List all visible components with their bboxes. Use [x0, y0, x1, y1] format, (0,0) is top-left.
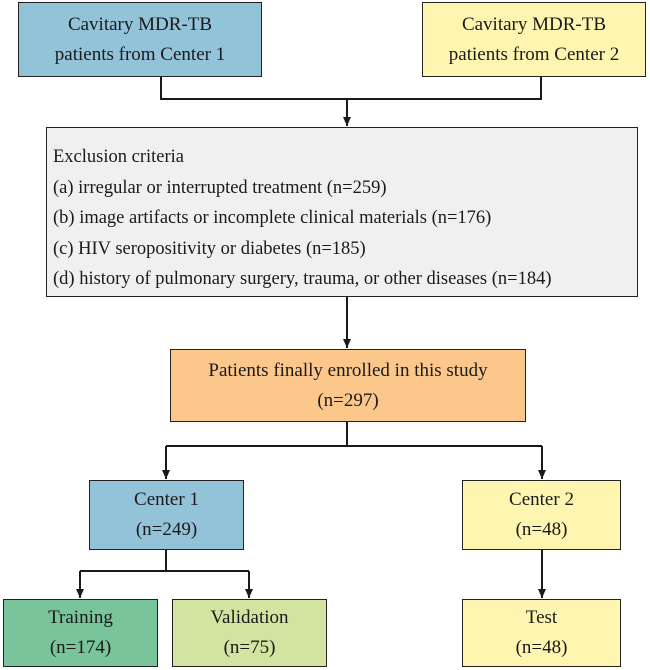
validation-count: (n=75) [223, 637, 276, 658]
center1-label: Center 1 [134, 489, 199, 510]
connector-split-center1 [80, 550, 249, 572]
source-center2-line1: Cavitary MDR-TB [461, 13, 607, 35]
source-center2-box: Cavitary MDR-TB patients from Center 2 [422, 2, 646, 77]
exclusion-criteria-box: Exclusion criteria (a) irregular or inte… [46, 127, 638, 297]
connector-split-centers [166, 422, 542, 447]
training-count: (n=174) [49, 637, 112, 658]
center2-box: Center 2 (n=48) [462, 480, 621, 550]
connector-merge-sources [160, 77, 542, 100]
exclusion-title: Exclusion criteria [53, 147, 184, 167]
training-box: Training (n=174) [3, 599, 158, 667]
test-box: Test (n=48) [462, 599, 621, 667]
exclusion-item-d: (d) history of pulmonary surgery, trauma… [53, 269, 552, 289]
test-count: (n=48) [515, 637, 568, 658]
center1-box: Center 1 (n=249) [89, 480, 244, 550]
source-center2-line2: patients from Center 2 [448, 43, 620, 65]
test-label: Test [525, 607, 558, 628]
validation-box: Validation (n=75) [172, 599, 327, 667]
center2-label: Center 2 [509, 489, 574, 510]
center1-count: (n=249) [135, 519, 198, 540]
source-center1-line2: patients from Center 1 [54, 43, 226, 65]
source-center1-line1: Cavitary MDR-TB [67, 13, 213, 35]
exclusion-item-c: (c) HIV seropositivity or diabetes (n=18… [53, 238, 366, 259]
center2-count: (n=48) [515, 519, 568, 540]
validation-label: Validation [210, 607, 289, 628]
exclusion-item-b: (b) image artifacts or incomplete clinic… [53, 208, 492, 228]
source-center1-box: Cavitary MDR-TB patients from Center 1 [18, 2, 262, 77]
training-label: Training [48, 607, 113, 628]
exclusion-item-a: (a) irregular or interrupted treatment (… [53, 177, 387, 198]
enrolled-count: (n=297) [317, 389, 379, 411]
enrolled-box: Patients finally enrolled in this study … [170, 349, 526, 422]
enrolled-label: Patients finally enrolled in this study [208, 359, 488, 381]
